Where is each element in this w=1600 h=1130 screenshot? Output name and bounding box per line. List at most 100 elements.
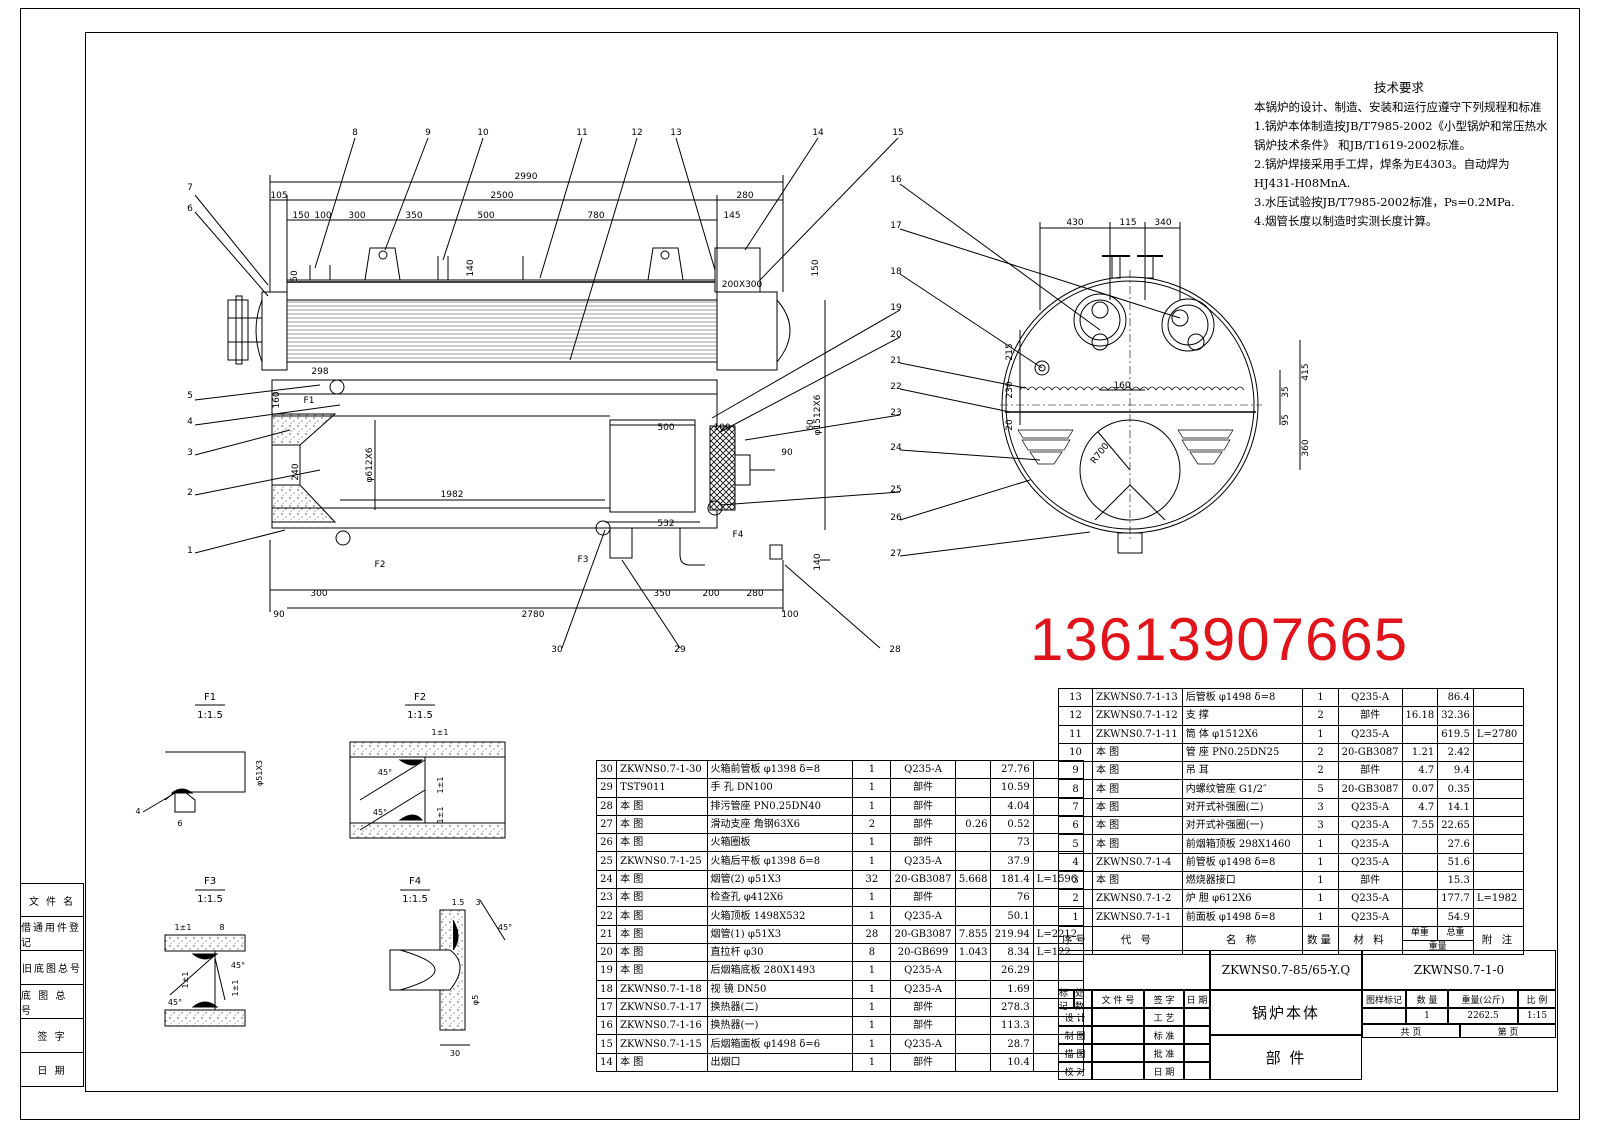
bom-total-weight: 113.3 xyxy=(990,1016,1034,1036)
bom-unit-weight: 7.855 xyxy=(954,924,992,944)
bom-name: 检查孔 φ412X6 xyxy=(706,888,854,908)
bom-no: 16 xyxy=(595,1016,618,1036)
bom-name: 前面板 φ1498 δ=8 xyxy=(1181,907,1304,927)
bom-material: Q235-A xyxy=(1337,797,1403,818)
dim: 215 xyxy=(1005,343,1015,360)
tb-row: 制 图 xyxy=(1058,1026,1092,1044)
bom-no: 25 xyxy=(595,851,618,871)
title-empty xyxy=(1058,950,1210,990)
bom-name: 支 撑 xyxy=(1181,706,1304,726)
bom-code: ZKWNS0.7-1-11 xyxy=(1092,724,1183,744)
tech-title: 技术要求 xyxy=(1373,80,1424,95)
bom-code: ZKWNS0.7-1-12 xyxy=(1092,706,1183,726)
bom-no: 15 xyxy=(595,1034,618,1054)
dim: 280 xyxy=(736,191,753,201)
tb-info-head: 重量(公斤) xyxy=(1448,990,1518,1008)
leader-15: 15 xyxy=(892,128,903,138)
detail-label: 1±1 xyxy=(175,923,192,932)
detail-label: 45° xyxy=(373,808,387,817)
detail-label: 1±1 xyxy=(436,777,445,794)
bom-unit-weight: 0.26 xyxy=(954,814,992,835)
bom-material: 20-GB3087 xyxy=(1337,779,1403,799)
bom-code: 本 图 xyxy=(1092,797,1183,818)
dim: 350 xyxy=(405,211,422,221)
bom-qty: 1 xyxy=(852,997,892,1018)
leader-12: 12 xyxy=(631,128,642,138)
bom-code: ZKWNS0.7-1-4 xyxy=(1092,852,1183,872)
bom-unit-weight: 0.07 xyxy=(1401,779,1439,799)
side-view-labels: 7 6 8 9 10 11 12 13 14 15 5 4 3 2 1 28 2… xyxy=(187,128,904,655)
bom-total-weight: 1.69 xyxy=(990,979,1034,999)
bom-no: 20 xyxy=(595,942,618,963)
callout-F4: F4 xyxy=(733,530,744,540)
leader-23: 23 xyxy=(890,408,901,418)
tb-empty xyxy=(1092,1044,1144,1062)
tb-sheet-total: 共 页 xyxy=(1362,1024,1460,1038)
bom-total-weight: 27.76 xyxy=(990,759,1034,780)
bom-no: 3 xyxy=(1058,870,1093,891)
bom-remark xyxy=(1472,761,1525,781)
bom-total-weight: 27.6 xyxy=(1437,834,1474,854)
leader-27: 27 xyxy=(890,549,901,559)
dim: φ1512X6 xyxy=(813,394,823,435)
detail-F3-id: F3 xyxy=(204,876,216,887)
bom-name: 火箱前管板 φ1398 δ=8 xyxy=(706,759,854,780)
title-drawing-no: ZKWNS0.7-1-0 xyxy=(1362,950,1556,990)
bom-unit-weight xyxy=(954,906,992,926)
leader-6: 6 xyxy=(187,204,193,214)
bom-no: 8 xyxy=(1058,779,1093,799)
bom-qty: 1 xyxy=(1302,852,1339,872)
leader-17: 17 xyxy=(890,221,901,231)
tb-row: 校 对 xyxy=(1058,1062,1092,1080)
bom-qty: 1 xyxy=(1302,834,1339,854)
dim: 140 xyxy=(466,259,476,276)
dim: 415 xyxy=(1301,363,1311,380)
detail-label: 4 xyxy=(135,807,140,816)
tech-line: 2.锅炉焊接采用手工焊，焊条为E4303。自动焊为 xyxy=(1254,157,1510,171)
bom-qty: 1 xyxy=(852,851,892,871)
bom-name: 滑动支座 角钢63X6 xyxy=(706,814,854,835)
bom-remark xyxy=(1472,742,1525,763)
bom-material: 20-GB3087 xyxy=(890,924,956,944)
bom-remark xyxy=(1472,834,1525,854)
detail-label: 1±1 xyxy=(231,980,240,997)
bom-unit-weight xyxy=(1401,834,1439,854)
bom-remark xyxy=(1472,816,1525,836)
detail-label: 45° xyxy=(168,998,182,1007)
bom-name: 后烟箱底板 280X1493 xyxy=(706,961,854,981)
bom-remark: L=2780 xyxy=(1472,724,1525,744)
bom-unit-weight xyxy=(1401,870,1439,891)
dim: 95 xyxy=(1281,414,1291,425)
dim: 500 xyxy=(477,211,494,221)
bom-unit-weight: 7.55 xyxy=(1401,816,1439,836)
bom-total-weight: 76 xyxy=(990,888,1034,908)
tb-info-val: 1 xyxy=(1406,1008,1448,1024)
bom-qty: 1 xyxy=(852,979,892,999)
bom-total-weight: 619.5 xyxy=(1437,724,1474,744)
leader-20: 20 xyxy=(890,330,902,340)
bom-material: Q235-A xyxy=(890,906,956,926)
dim: 100 xyxy=(314,211,331,221)
leader-11: 11 xyxy=(576,128,587,138)
dim: 160 xyxy=(1113,381,1130,391)
bom-total-weight: 4.04 xyxy=(990,796,1034,816)
bom-code: 本 图 xyxy=(616,906,708,926)
bom-material: 部件 xyxy=(890,833,956,853)
bom-no: 4 xyxy=(1058,852,1093,872)
bom-qty: 1 xyxy=(852,961,892,981)
callout-F2: F2 xyxy=(375,560,386,570)
bom-material: 20-GB699 xyxy=(890,942,956,963)
bom-total-weight: 8.34 xyxy=(990,942,1034,963)
bom-material: Q235-A xyxy=(1337,834,1403,854)
dim: 145 xyxy=(723,211,740,221)
detail-label: 1.5 xyxy=(452,898,465,907)
leader-4: 4 xyxy=(187,417,193,427)
bom-no: 28 xyxy=(595,796,618,816)
bom-no: 24 xyxy=(595,869,618,890)
dim: φ612X6 xyxy=(365,447,375,482)
